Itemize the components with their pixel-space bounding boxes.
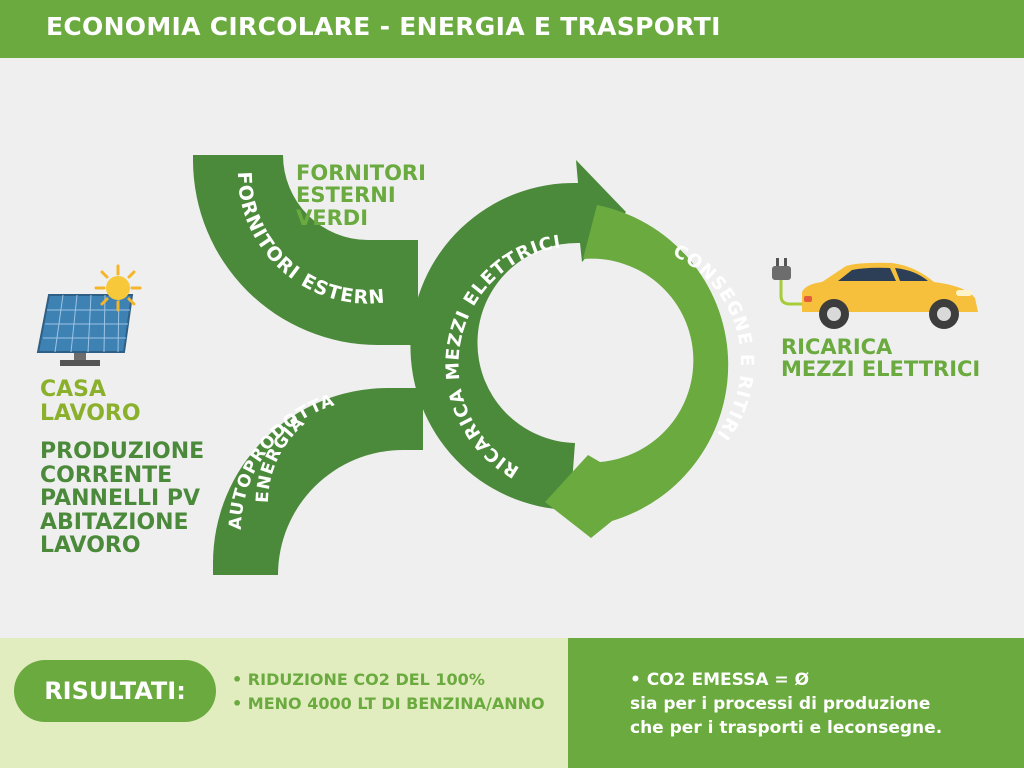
- casa-lavoro-line: LAVORO: [40, 400, 141, 426]
- fornitori-verdi-line: VERDI: [296, 205, 369, 230]
- arrow-consegne-e-ritiri: [545, 205, 729, 538]
- results-panel: RISULTATI: • RIDUZIONE CO2 DEL 100% • ME…: [0, 638, 568, 768]
- risultati-badge: RISULTATI:: [14, 660, 216, 722]
- produzione-line: LAVORO: [40, 533, 141, 559]
- result-item: • MENO 4000 LT DI BENZINA/ANNO: [232, 694, 545, 713]
- co2-text: • CO2 EMESSA = Ø sia per i processi di p…: [630, 668, 942, 740]
- arrow-ricarica-mezzi-elettrici: [410, 160, 626, 510]
- produzione-line: PRODUZIONE: [40, 439, 205, 464]
- casa-lavoro-text: CASA LAVORO: [40, 378, 141, 425]
- sun-icon: [94, 264, 142, 312]
- risultati-label: RISULTATI:: [44, 677, 186, 705]
- ricarica-mezzi-line: MEZZI ELETTRICI: [781, 357, 981, 382]
- fornitori-verdi-line: FORNITORI: [296, 161, 426, 185]
- arrow-energia-autoprodotta: [213, 388, 423, 575]
- produzione-line: ABITAZIONE: [40, 509, 189, 535]
- co2-line: • CO2 EMESSA = Ø: [630, 670, 810, 690]
- header-bar: ECONOMIA CIRCOLARE - ENERGIA E TRASPORTI: [0, 0, 1024, 58]
- plug-icon: [772, 258, 808, 306]
- results-list: • RIDUZIONE CO2 DEL 100% • MENO 4000 LT …: [232, 668, 545, 716]
- casa-lavoro-line: CASA: [40, 377, 107, 402]
- produzione-line: PANNELLI PV: [40, 486, 201, 512]
- co2-panel: • CO2 EMESSA = Ø sia per i processi di p…: [568, 638, 1024, 768]
- arrow-fornitori-esterni: [193, 155, 418, 345]
- page-title: ECONOMIA CIRCOLARE - ENERGIA E TRASPORTI: [46, 12, 721, 41]
- fornitori-verdi-line: ESTERNI: [296, 183, 396, 208]
- result-item: • RIDUZIONE CO2 DEL 100%: [232, 670, 485, 689]
- produzione-line: CORRENTE: [40, 462, 173, 488]
- co2-line: sia per i processi di produzione: [630, 694, 931, 714]
- circular-economy-diagram: FORNITORI ESTERNI RICARICA MEZZI ELETTRI…: [0, 58, 978, 575]
- solar-panel-icon: [36, 294, 134, 366]
- co2-line: che per i trasporti e leconsegne.: [630, 718, 943, 738]
- ricarica-mezzi-text: RICARICA MEZZI ELETTRICI: [781, 336, 980, 381]
- produzione-text: PRODUZIONE CORRENTE PANNELLI PV ABITAZIO…: [40, 440, 204, 558]
- fornitori-verdi-text: FORNITORI ESTERNI VERDI: [296, 161, 426, 230]
- ricarica-mezzi-line: RICARICA: [781, 335, 893, 359]
- electric-car-icon: [802, 262, 978, 329]
